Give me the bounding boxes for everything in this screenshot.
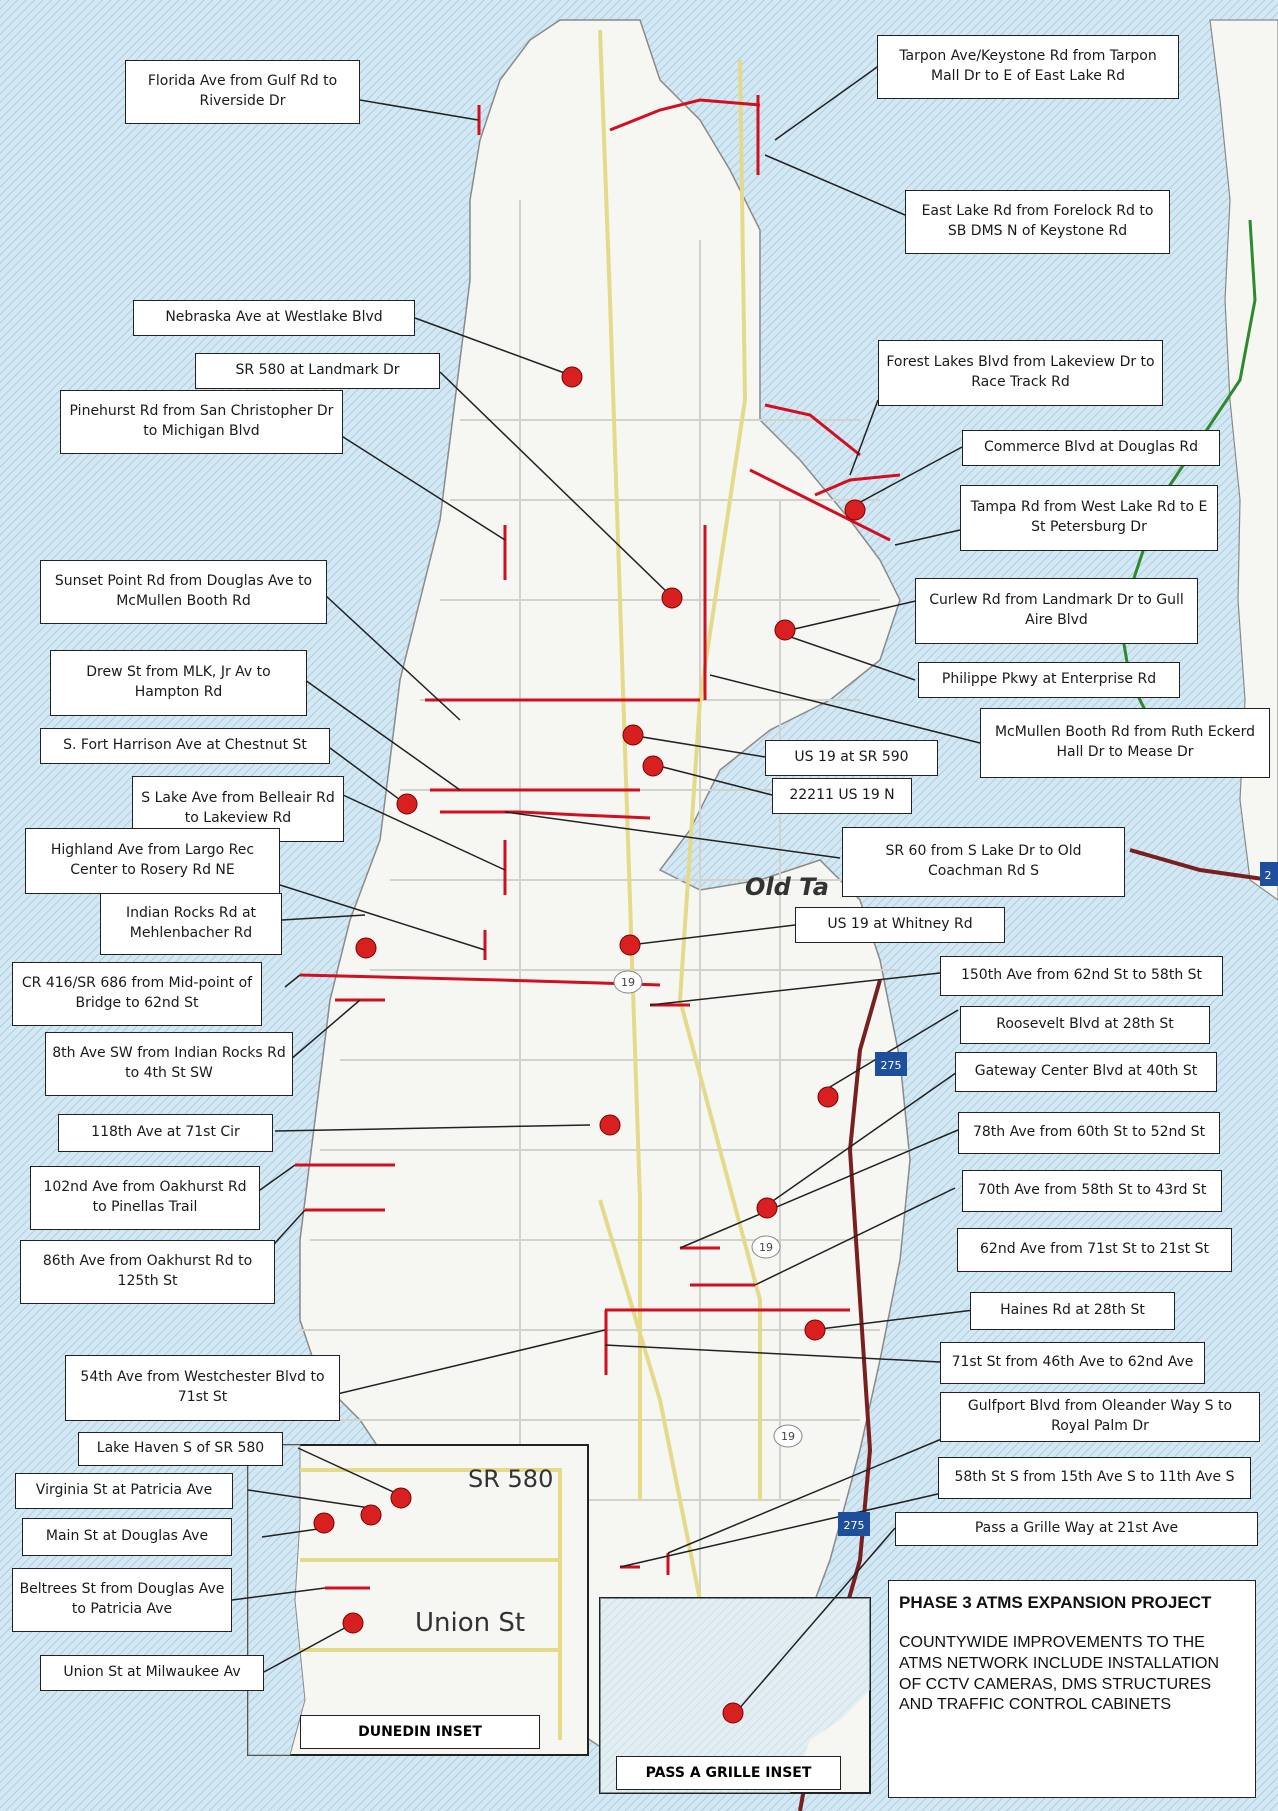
old-tampa-label: Old Ta: [745, 873, 829, 901]
label-us19-whitney: US 19 at Whitney Rd: [795, 907, 1005, 943]
label-main-st: Main St at Douglas Ave: [22, 1518, 232, 1556]
label-virginia-st: Virginia St at Patricia Ave: [15, 1473, 233, 1509]
label-mcmullen-booth: McMullen Booth Rd from Ruth Eckerd Hall …: [980, 708, 1270, 778]
label-102nd-ave: 102nd Ave from Oakhurst Rd to Pinellas T…: [30, 1166, 260, 1230]
dunedin-inset-frame: [247, 1444, 589, 1756]
label-union-st: Union St at Milwaukee Av: [40, 1655, 264, 1691]
label-roosevelt-blvd: Roosevelt Blvd at 28th St: [960, 1006, 1210, 1044]
project-info-box: PHASE 3 ATMS EXPANSION PROJECT COUNTYWID…: [888, 1580, 1256, 1798]
label-lake-haven: Lake Haven S of SR 580: [78, 1432, 283, 1466]
i2-label: 2: [1265, 869, 1272, 882]
leader-lines: [231, 64, 999, 1711]
label-86th-ave: 86th Ave from Oakhurst Rd to 125th St: [20, 1240, 275, 1304]
label-71st-st: 71st St from 46th Ave to 62nd Ave: [940, 1342, 1205, 1384]
label-62nd-ave: 62nd Ave from 71st St to 21st St: [957, 1228, 1232, 1272]
label-drew-st: Drew St from MLK, Jr Av to Hampton Rd: [50, 650, 307, 716]
label-highland-ave: Highland Ave from Largo Rec Center to Ro…: [25, 828, 280, 894]
dunedin-inset-title: DUNEDIN INSET: [300, 1715, 540, 1749]
route-19-label-c: 19: [781, 1430, 795, 1443]
label-58th-st-s: 58th St S from 15th Ave S to 11th Ave S: [938, 1457, 1251, 1499]
label-pinehurst-rd: Pinehurst Rd from San Christopher Dr to …: [60, 390, 343, 454]
label-indian-rocks-rd: Indian Rocks Rd at Mehlenbacher Rd: [100, 893, 282, 955]
route-shields: [613, 862, 1278, 1536]
label-gateway-center: Gateway Center Blvd at 40th St: [955, 1052, 1217, 1092]
label-22211-us19: 22211 US 19 N: [772, 778, 912, 814]
label-sr580-landmark: SR 580 at Landmark Dr: [195, 353, 440, 389]
label-beltrees-st: Beltrees St from Douglas Ave to Patricia…: [12, 1568, 232, 1632]
highways: [598, 29, 762, 1601]
label-tarpon-ave: Tarpon Ave/Keystone Rd from Tarpon Mall …: [877, 35, 1179, 99]
pass-a-grille-inset-shore: [600, 1598, 870, 1793]
dunedin-inset-union-st: Union St: [415, 1608, 526, 1638]
i275-label-b: 275: [844, 1519, 865, 1532]
label-150th-ave: 150th Ave from 62nd St to 58th St: [940, 956, 1223, 996]
label-gulfport-blvd: Gulfport Blvd from Oleander Way S to Roy…: [940, 1392, 1260, 1442]
label-philippe-pkwy: Philippe Pkwy at Enterprise Rd: [918, 662, 1180, 698]
label-70th-ave: 70th Ave from 58th St to 43rd St: [962, 1170, 1222, 1212]
label-118th-ave: 118th Ave at 71st Cir: [58, 1114, 273, 1152]
label-pass-a-grille-way: Pass a Grille Way at 21st Ave: [895, 1512, 1258, 1546]
label-54th-ave: 54th Ave from Westchester Blvd to 71st S…: [65, 1355, 340, 1421]
label-forest-lakes: Forest Lakes Blvd from Lakeview Dr to Ra…: [878, 340, 1163, 406]
label-sunset-point: Sunset Point Rd from Douglas Ave to McMu…: [40, 560, 327, 624]
route-19-label-a: 19: [621, 976, 635, 989]
east-shore: [1209, 19, 1278, 901]
pass-a-grille-inset-title: PASS A GRILLE INSET: [616, 1756, 841, 1790]
label-78th-ave: 78th Ave from 60th St to 52nd St: [958, 1112, 1220, 1154]
label-florida-ave: Florida Ave from Gulf Rd to Riverside Dr: [125, 60, 360, 124]
label-east-lake-rd: East Lake Rd from Forelock Rd to SB DMS …: [905, 190, 1170, 254]
label-s-fort-harrison: S. Fort Harrison Ave at Chestnut St: [40, 728, 330, 764]
dunedin-inset-sr580: SR 580: [468, 1465, 554, 1493]
label-cr416: CR 416/SR 686 from Mid-point of Bridge t…: [12, 962, 262, 1026]
point-sites: [313, 366, 866, 1724]
route-19-label-b: 19: [759, 1241, 773, 1254]
label-nebraska-ave: Nebraska Ave at Westlake Blvd: [133, 300, 415, 336]
label-sr60: SR 60 from S Lake Dr to Old Coachman Rd …: [842, 827, 1125, 897]
label-tampa-rd: Tampa Rd from West Lake Rd to E St Peter…: [960, 485, 1218, 551]
label-us19-sr590: US 19 at SR 590: [765, 740, 938, 776]
label-curlew-rd: Curlew Rd from Landmark Dr to Gull Aire …: [915, 578, 1198, 644]
i275-east: [1129, 848, 1271, 882]
label-8th-ave-sw: 8th Ave SW from Indian Rocks Rd to 4th S…: [45, 1032, 293, 1096]
label-commerce-blvd: Commerce Blvd at Douglas Rd: [962, 430, 1220, 466]
road-grid: [300, 200, 910, 1600]
project-description: COUNTYWIDE IMPROVEMENTS TO THE ATMS NETW…: [899, 1634, 1220, 1714]
project-title: PHASE 3 ATMS EXPANSION PROJECT: [899, 1593, 1212, 1612]
label-haines-rd: Haines Rd at 28th St: [970, 1292, 1175, 1330]
dunedin-inset-roads: [300, 1468, 562, 1740]
i275-label-a: 275: [881, 1059, 902, 1072]
